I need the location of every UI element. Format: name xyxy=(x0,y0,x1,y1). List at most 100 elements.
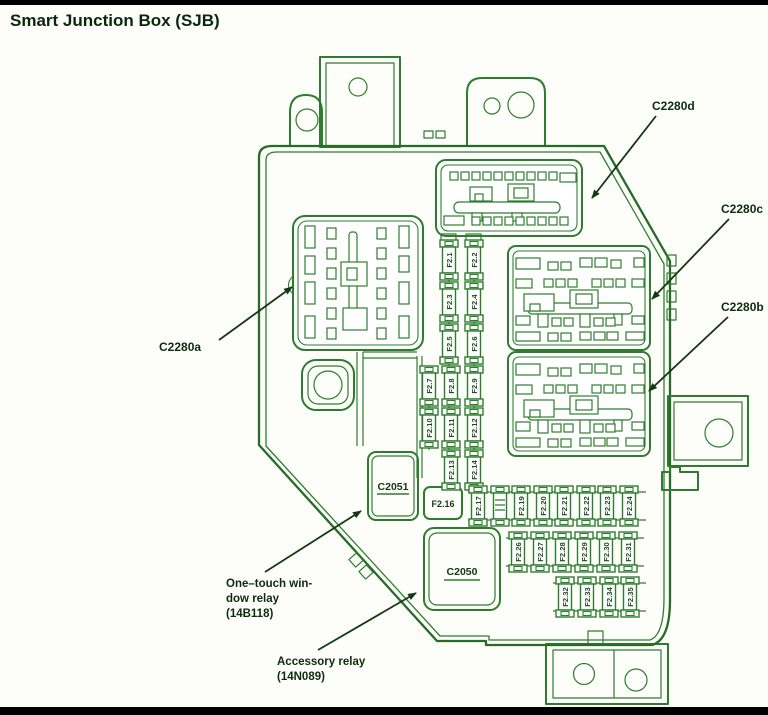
fuse-f2-5: F2.5 xyxy=(439,323,459,365)
svg-text:F2.6: F2.6 xyxy=(470,336,479,351)
fuse-f2-11: F2.11 xyxy=(441,407,461,449)
fuse-f2-32: F2.32 xyxy=(555,576,575,618)
svg-text:dow relay: dow relay xyxy=(226,593,280,605)
svg-text:F2.27: F2.27 xyxy=(536,542,545,561)
callout-c2280b: C2280b xyxy=(721,300,764,314)
svg-text:F2.17: F2.17 xyxy=(474,496,483,515)
inner-walls xyxy=(356,351,423,478)
svg-text:Accessory relay: Accessory relay xyxy=(277,656,366,668)
svg-text:F2.33: F2.33 xyxy=(583,587,592,606)
svg-text:F2.4: F2.4 xyxy=(470,294,479,310)
fuse-f2-24: F2.24 xyxy=(619,485,639,527)
svg-text:F2.10: F2.10 xyxy=(425,418,434,437)
fuse-f2-7: F2.7 xyxy=(419,365,439,407)
fuse-f2-4: F2.4 xyxy=(464,281,484,323)
svg-text:F2.31: F2.31 xyxy=(624,542,633,562)
svg-text:F2.34: F2.34 xyxy=(605,587,614,607)
relay-socket-c2051: C2051 xyxy=(367,451,419,521)
svg-text:F2.35: F2.35 xyxy=(626,587,635,607)
fuse-f2-30: F2.30 xyxy=(596,531,616,573)
svg-text:F2.21: F2.21 xyxy=(560,496,569,516)
tab-right xyxy=(667,395,749,467)
svg-text:F2.3: F2.3 xyxy=(445,294,454,309)
svg-text:F2.11: F2.11 xyxy=(447,418,456,438)
arrow-c2280d xyxy=(591,115,657,199)
svg-text:F2.19: F2.19 xyxy=(517,496,526,515)
fuse-f2-31: F2.31 xyxy=(618,531,638,573)
fuse-f2-19: F2.19 xyxy=(511,485,531,527)
svg-text:F2.16: F2.16 xyxy=(431,499,454,509)
callout-accessory-relay: Accessory relay (14N089) xyxy=(277,656,366,683)
fuse-f2-35: F2.35 xyxy=(620,576,640,618)
callout-c2280a: C2280a xyxy=(159,340,201,354)
fuse-f2-6: F2.6 xyxy=(464,323,484,365)
fuse-f2-16: F2.16 xyxy=(423,486,463,520)
svg-text:F2.9: F2.9 xyxy=(470,378,479,393)
svg-text:F2.14: F2.14 xyxy=(470,460,479,480)
notch-connector xyxy=(661,466,699,491)
svg-text:F2.22: F2.22 xyxy=(582,496,591,515)
fuse-f2-10: F2.10 xyxy=(419,407,439,449)
connector-c2280d xyxy=(435,159,583,237)
arrow-accessory-relay xyxy=(317,592,417,651)
tab-top-right-bump xyxy=(466,77,546,147)
fuse-f2-20: F2.20 xyxy=(533,485,553,527)
svg-text:(14N089): (14N089) xyxy=(277,671,325,683)
fuse-blank xyxy=(490,485,510,527)
page-title: Smart Junction Box (SJB) xyxy=(10,11,220,30)
svg-text:F2.20: F2.20 xyxy=(539,496,548,515)
fuse-f2-9: F2.9 xyxy=(464,365,484,407)
fuse-f2-28: F2.28 xyxy=(552,531,572,573)
tab-top-tall xyxy=(319,56,401,148)
arrow-c2280b xyxy=(648,316,729,392)
arrow-c2280a xyxy=(218,286,293,341)
svg-text:F2.5: F2.5 xyxy=(445,336,454,352)
callout-c2280c: C2280c xyxy=(721,202,763,216)
box-outline-inner xyxy=(265,151,665,641)
fuse-f2-21: F2.21 xyxy=(554,485,574,527)
fuse-f2-33: F2.33 xyxy=(577,576,597,618)
svg-text:F2.13: F2.13 xyxy=(447,460,456,479)
fuse-f2-8: F2.8 xyxy=(441,365,461,407)
top-edge-notch xyxy=(435,130,446,139)
fuse-f2-1: F2.1 xyxy=(439,239,459,281)
callout-c2280d: C2280d xyxy=(652,99,695,113)
svg-text:F2.2: F2.2 xyxy=(470,252,479,267)
fuse-f2-14: F2.14 xyxy=(464,449,484,491)
fuse-f2-27: F2.27 xyxy=(530,531,550,573)
svg-text:F2.7: F2.7 xyxy=(425,378,434,393)
c2050-label: C2050 xyxy=(447,566,478,578)
bottom-black-bar xyxy=(0,707,768,715)
relay-socket-c2050: C2050 xyxy=(423,527,501,611)
connector-c2280c xyxy=(507,245,651,351)
right-edge-pins xyxy=(666,254,677,321)
tab-top-left-bump xyxy=(289,94,323,147)
connector-c2280b xyxy=(507,351,651,457)
fuse-f2-26: F2.26 xyxy=(508,531,528,573)
connector-c2280a xyxy=(287,215,424,351)
fuse-f2-12: F2.12 xyxy=(464,407,484,449)
fuse-f2-29: F2.29 xyxy=(574,531,594,573)
box-outline-outer xyxy=(257,144,672,647)
svg-text:One–touch win-: One–touch win- xyxy=(226,578,312,590)
grommet-tower xyxy=(301,359,355,411)
callout-one-touch-relay: One–touch win- dow relay (14B118) xyxy=(226,578,312,620)
diagonal-jog-square xyxy=(348,552,364,568)
fuse-f2-17: F2.17 xyxy=(468,485,488,527)
svg-text:F2.29: F2.29 xyxy=(580,542,589,561)
svg-text:F2.12: F2.12 xyxy=(470,418,479,437)
top-black-bar xyxy=(0,0,768,5)
svg-text:F2.30: F2.30 xyxy=(602,542,611,561)
svg-text:F2.24: F2.24 xyxy=(625,496,634,516)
svg-text:F2.26: F2.26 xyxy=(514,542,523,561)
fuse-f2-3: F2.3 xyxy=(439,281,459,323)
svg-text:F2.32: F2.32 xyxy=(561,587,570,606)
c2051-label: C2051 xyxy=(378,481,409,493)
svg-text:F2.28: F2.28 xyxy=(558,542,567,561)
fuse-f2-13: F2.13 xyxy=(441,449,461,491)
svg-text:F2.23: F2.23 xyxy=(603,496,612,515)
tab-bottom-right xyxy=(545,630,669,705)
svg-text:(14B118): (14B118) xyxy=(226,608,273,620)
